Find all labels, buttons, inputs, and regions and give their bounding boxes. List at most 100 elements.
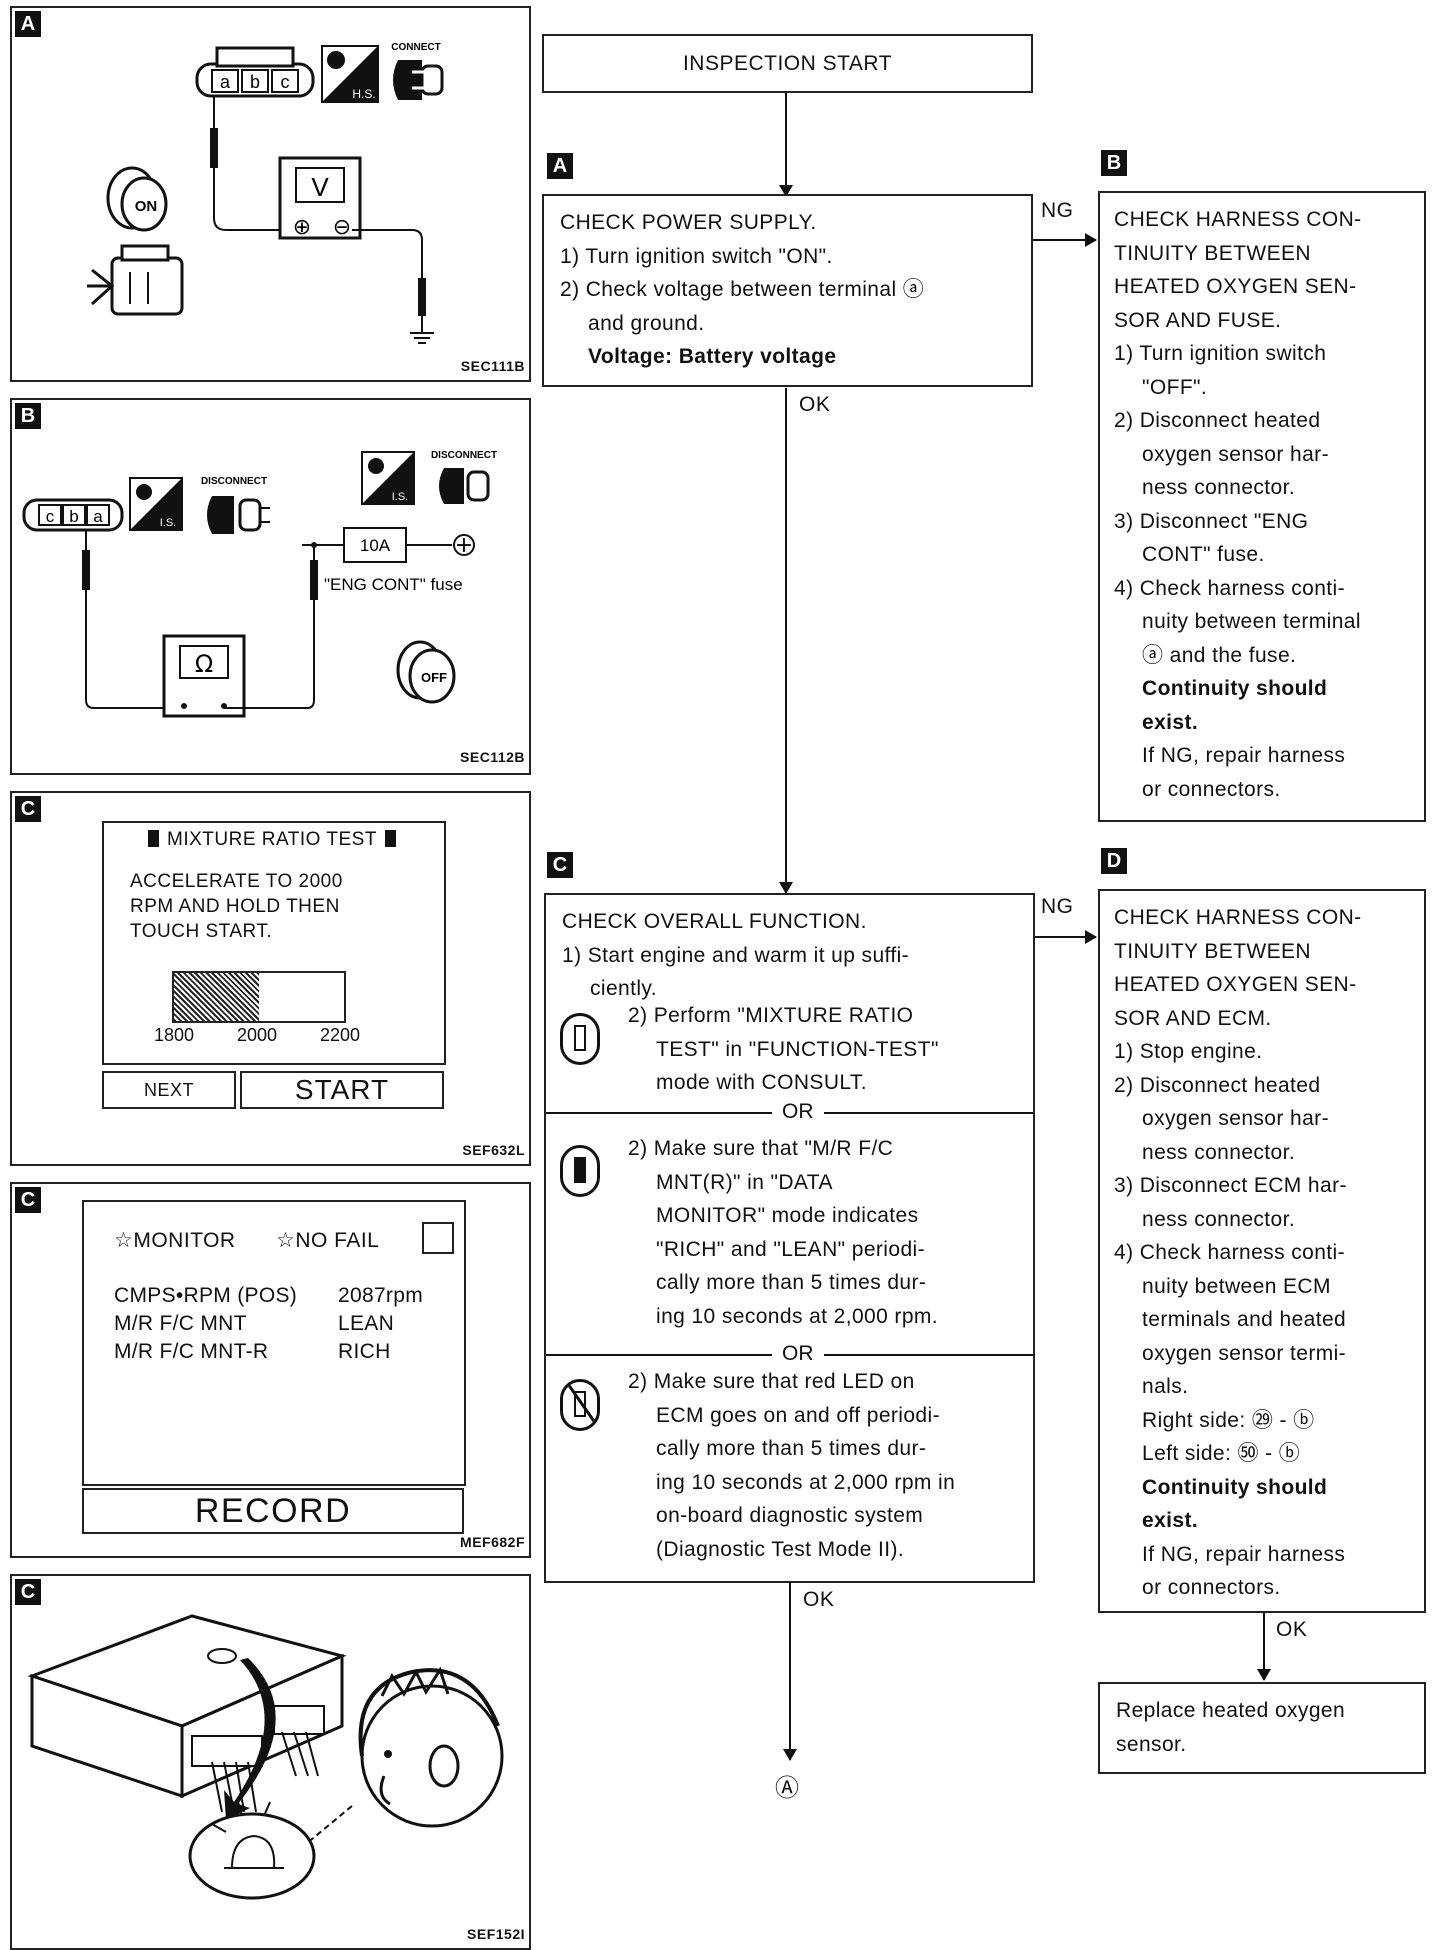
ign-off-label: OFF [421, 670, 447, 685]
sensor-connector-icon: a b c [195, 46, 315, 98]
ecm-led-diagram [27, 1614, 504, 1900]
step-d-line: 3) Disconnect ECM har- [1114, 1174, 1347, 1197]
step-d-line: Right side: ㉙ - ⓑ [1142, 1408, 1315, 1432]
figure-code: MEF682F [460, 1534, 525, 1550]
replace-line: sensor. [1116, 1732, 1187, 1756]
step-b-line: CONT" fuse. [1142, 543, 1265, 566]
led-closeup-icon [188, 1801, 316, 1900]
step-c-box: CHECK OVERALL FUNCTION. 1) Start engine … [544, 893, 1035, 1583]
step-b-line: If NG, repair harness [1142, 744, 1346, 767]
ohmmeter-icon: Ω [162, 634, 246, 718]
step-b-title: TINUITY BETWEEN [1114, 241, 1311, 265]
ignition-on-icon: ON [106, 166, 168, 232]
step-b-title: SOR AND FUSE. [1114, 308, 1282, 332]
meter-minus: ⊖ [333, 215, 351, 240]
step-b-line: oxygen sensor har- [1142, 442, 1329, 466]
heated-sensor-icon: H.S. [321, 45, 379, 103]
option2-line: "RICH" and "LEAN" periodi- [656, 1237, 925, 1261]
record-button[interactable]: RECORD [82, 1488, 464, 1534]
step-b-line: ⓐ and the fuse. [1142, 643, 1297, 667]
illustration-panel-ecm-led: C [10, 1574, 531, 1950]
step-b-line: ness connector. [1142, 476, 1296, 499]
record-checkbox[interactable] [422, 1222, 454, 1254]
step-c-title: CHECK OVERALL FUNCTION. [562, 910, 867, 933]
step-a-tag: A [547, 153, 573, 179]
step-b-tag: B [1101, 150, 1127, 176]
ignition-switch-off-icon: I.S. [129, 477, 183, 531]
rpm-tick-2000: 2000 [237, 1025, 278, 1045]
step-b-line: 1) Turn ignition switch [1114, 342, 1327, 365]
monitor-row-value: 2087rpm [338, 1284, 423, 1307]
illustration-panel-mixture-ratio-test: C MIXTURE RATIO TEST ACCELERATE TO 2000 … [10, 791, 531, 1166]
rpm-bar [172, 971, 346, 1023]
step-d-line: Left side: ㊿ - ⓑ [1142, 1442, 1301, 1465]
step-b-title: CHECK HARNESS CON- [1114, 208, 1362, 231]
monitor-row-name: M/R F/C MNT-R [114, 1340, 269, 1363]
pin-b-label: b [69, 507, 78, 526]
pin-a-label: a [220, 72, 231, 92]
battery-plus-label: + [455, 533, 473, 558]
rpm-tick-1800: 1800 [154, 1025, 195, 1045]
option1-line: mode with CONSULT. [656, 1071, 868, 1094]
step-b-line: "OFF". [1142, 375, 1208, 399]
step-d-title: TINUITY BETWEEN [1114, 939, 1311, 963]
message-line: RPM AND HOLD THEN [130, 896, 340, 917]
step-a-spec: Voltage: Battery voltage [588, 345, 837, 368]
panel-tag: C [15, 796, 41, 822]
connector-plug-icon [393, 60, 444, 100]
monitor-row-value: RICH [338, 1340, 391, 1363]
ign-on-label: ON [135, 198, 158, 215]
start-button[interactable]: START [240, 1071, 444, 1109]
step-c-line: 1) Start engine and warm it up suffi- [562, 943, 910, 967]
c-ng-label: NG [1041, 895, 1074, 918]
disconnect-label-2: DISCONNECT [431, 450, 497, 461]
step-a-line: and ground. [588, 311, 705, 335]
disconnect-label: DISCONNECT [201, 476, 267, 487]
d-ok-label: OK [1276, 1618, 1308, 1641]
step-d-line: oxygen sensor har- [1142, 1107, 1329, 1130]
ecm-unit-icon [27, 1614, 347, 1799]
sensor-connector-icon: c b a [22, 498, 124, 532]
step-b-spec: exist. [1142, 710, 1199, 734]
option3-line: 2) Make sure that red LED on [628, 1370, 915, 1393]
pin-c-label: c [46, 507, 55, 526]
option3-line: (Diagnostic Test Mode II). [656, 1537, 905, 1561]
a-ok-label: OK [799, 393, 831, 416]
c-ok-label: OK [803, 1588, 835, 1611]
step-d-line: nals. [1142, 1375, 1189, 1398]
replace-line: Replace heated oxygen [1116, 1699, 1346, 1722]
voltmeter-icon: V ⊕ ⊖ [278, 156, 362, 240]
next-button[interactable]: NEXT [102, 1071, 236, 1109]
pin-c-label: c [281, 72, 290, 92]
replace-sensor-box: Replace heated oxygen sensor. [1098, 1682, 1426, 1774]
fuse-name-label: "ENG CONT" fuse [324, 575, 463, 594]
voltage-check-diagram: a b c V ⊕ ⊖ H.S. CO [87, 42, 444, 344]
monitor-row-name: M/R F/C MNT [114, 1312, 247, 1335]
step-d-title: HEATED OXYGEN SEN- [1114, 973, 1357, 996]
step-b-title: HEATED OXYGEN SEN- [1114, 275, 1357, 298]
consult-screen: MIXTURE RATIO TEST ACCELERATE TO 2000 RP… [102, 821, 446, 1141]
option2-line: MNT(R)" in "DATA [656, 1170, 833, 1194]
consult-device-icon [560, 1013, 600, 1065]
fuse-icon: 10A [343, 527, 407, 563]
option2-line: cally more than 5 times dur- [656, 1271, 927, 1294]
step-d-line: 1) Stop engine. [1114, 1040, 1263, 1063]
step-a-title: CHECK POWER SUPPLY. [560, 211, 817, 234]
illustration-panel-data-monitor: C ☆MONITOR ☆NO FAIL CMPS•RPM (POS) M/R F… [10, 1182, 531, 1558]
connector-unplug-icon-2 [439, 468, 490, 504]
step-d-line: ness connector. [1142, 1207, 1296, 1231]
fuse-rating: 10A [360, 536, 391, 555]
step-d-line: 4) Check harness conti- [1114, 1241, 1345, 1264]
step-b-line: or connectors. [1142, 777, 1281, 801]
step-d-line: or connectors. [1142, 1576, 1281, 1599]
option1-line: 2) Perform "MIXTURE RATIO [628, 1004, 914, 1027]
step-d-line: terminals and heated [1142, 1308, 1347, 1331]
pin-a-label: a [93, 507, 103, 526]
mixture-test-title: MIXTURE RATIO TEST [167, 829, 377, 850]
monitor-values: 2087rpm LEAN RICH [338, 1282, 423, 1366]
step-d-tag: D [1101, 848, 1127, 874]
option2-line: MONITOR" mode indicates [656, 1204, 919, 1227]
no-consult-icon [560, 1379, 600, 1431]
option3-line: ing 10 seconds at 2,000 rpm in [656, 1470, 956, 1494]
meter-ohm-label: Ω [195, 650, 213, 678]
